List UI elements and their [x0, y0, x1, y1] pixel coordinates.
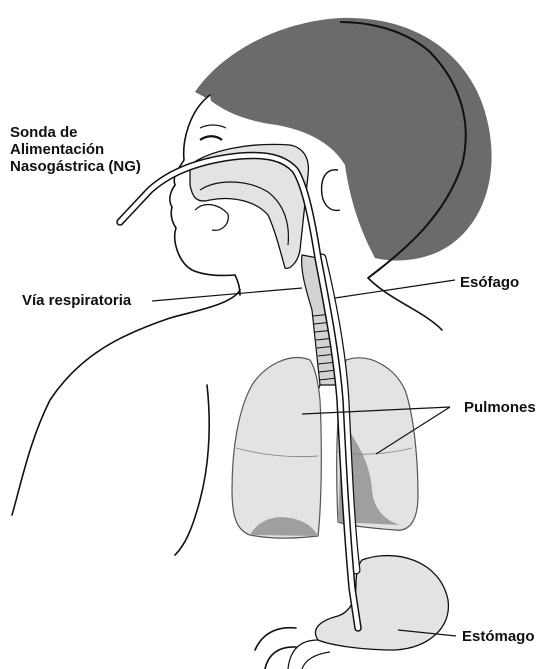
ng-tube-label-line-3: Nasogástrica (NG) — [10, 158, 141, 175]
esophagus-label: Esófago — [460, 274, 519, 291]
lungs-label: Pulmones — [464, 399, 536, 416]
ng-tube-label: Sonda de Alimentación Nasogástrica (NG) — [10, 124, 141, 175]
ng-tube-label-line-2: Alimentación — [10, 141, 141, 158]
ng-tube-label-line-1: Sonda de — [10, 124, 141, 141]
leader-esophagus — [335, 280, 455, 298]
ng-tube — [120, 156, 358, 628]
stomach — [288, 556, 448, 669]
hair — [195, 18, 492, 261]
leader-airway — [152, 288, 302, 301]
ear — [322, 170, 340, 211]
stomach-label: Estómago — [462, 628, 535, 645]
airway-label: Vía respiratoria — [22, 292, 131, 309]
right-lung — [232, 358, 321, 539]
